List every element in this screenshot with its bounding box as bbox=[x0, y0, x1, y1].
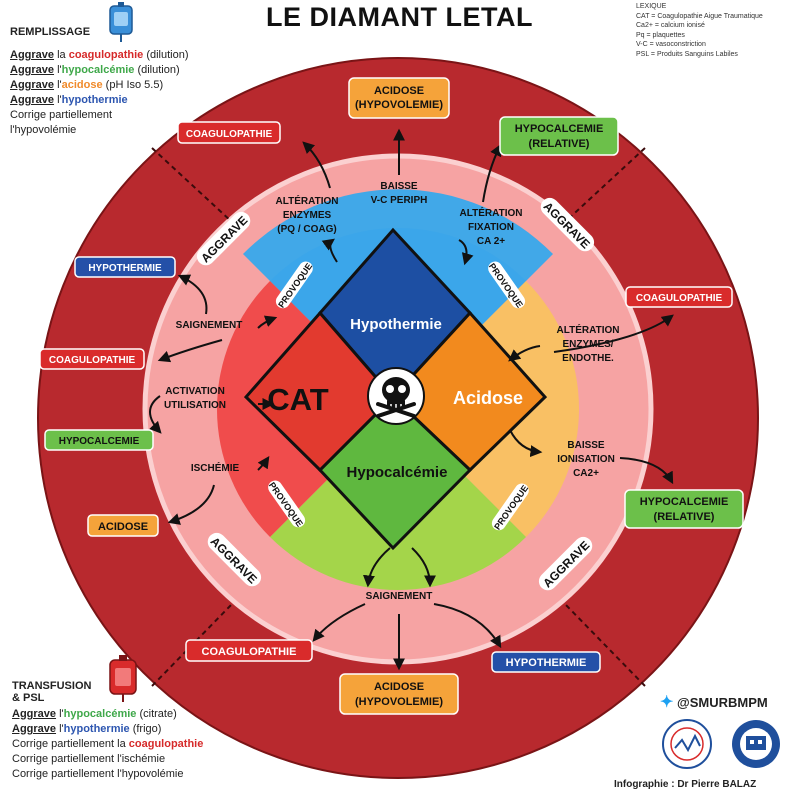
blood-bag-icon bbox=[109, 655, 137, 702]
badge-hypocal-topright-line1: HYPOCALCEMIE bbox=[515, 123, 604, 135]
mechanism-labels: ALTÉRATION ENZYMES (PQ / COAG) BAISSE V-… bbox=[164, 181, 620, 602]
baisse-ionisation-line2: IONISATION bbox=[557, 454, 615, 465]
baisse-ionisation-line3: CA2+ bbox=[573, 468, 599, 479]
arrows bbox=[149, 128, 674, 671]
badge-hypotherm-bottom: HYPOTHERMIE bbox=[506, 657, 587, 669]
alteration-fixation-line2: FIXATION bbox=[468, 222, 514, 233]
badge-hypotherm-left: HYPOTHERMIE bbox=[88, 263, 162, 274]
baisse-ionisation-line1: BAISSE bbox=[567, 440, 605, 451]
transfusion-plain-line: Corrige partiellement l'ischémie bbox=[12, 753, 166, 765]
remplissage-plain-line: Corrige partiellement bbox=[10, 109, 113, 121]
activation-line2: UTILISATION bbox=[164, 400, 226, 411]
skull-icon bbox=[367, 367, 425, 425]
remplissage-line: Aggrave l'hypothermie bbox=[10, 94, 128, 106]
alteration-fixation-line3: CA 2+ bbox=[477, 236, 505, 247]
diamond-right-label: Acidose bbox=[453, 388, 523, 408]
badge-coag-right: COAGULOPATHIE bbox=[636, 293, 723, 304]
badge-coag-left: COAGULOPATHIE bbox=[49, 355, 136, 366]
credit-text: Infographie : Dr Pierre BALAZ bbox=[614, 779, 757, 790]
alteration-fixation-line1: ALTÉRATION bbox=[460, 206, 523, 219]
badge-coag-bottom: COAGULOPATHIE bbox=[202, 646, 297, 658]
badge-acidose-top-line2: (HYPOVOLEMIE) bbox=[355, 99, 443, 111]
lexicon-line: V-C = vasoconstriction bbox=[636, 41, 706, 49]
baisse-vc-line1: BAISSE bbox=[380, 181, 418, 192]
iv-bag-icon bbox=[109, 2, 133, 42]
badge-hypocal-left: HYPOCALCEMIE bbox=[59, 436, 140, 447]
diamond-bottom-label: Hypocalcémie bbox=[347, 464, 448, 481]
activation-line1: ACTIVATION bbox=[165, 386, 225, 397]
lexicon-line: Pq = plaquettes bbox=[636, 31, 685, 39]
badge-coag-topleft: COAGULOPATHIE bbox=[186, 129, 273, 140]
badge-hypocal-topright-line2: (RELATIVE) bbox=[529, 138, 590, 150]
transfusion-line: Aggrave l'hypocalcémie (citrate) bbox=[12, 708, 177, 720]
badge-acidose-bottom-line2: (HYPOVOLEMIE) bbox=[355, 696, 443, 708]
diamond bbox=[243, 227, 548, 551]
lexicon: LEXIQUE CAT = Coagulopathie Aigue Trauma… bbox=[636, 2, 763, 60]
badge-acidose-left: ACIDOSE bbox=[98, 521, 148, 533]
badge-acidose-top-line1: ACIDOSE bbox=[374, 85, 424, 97]
alteration-enzymes-line2: ENZYMES bbox=[283, 210, 332, 221]
remplissage-plain-line: l'hypovolémie bbox=[10, 124, 77, 136]
outer-ring-border bbox=[37, 57, 759, 779]
transfusion-line: Corrige partiellement la coagulopathie bbox=[12, 738, 204, 750]
lexicon-heading: LEXIQUE bbox=[636, 3, 667, 10]
page-title: LE DIAMANT LETAL bbox=[266, 2, 533, 32]
baisse-vc-line2: V-C PERIPH bbox=[371, 195, 428, 206]
saignement-bottom-label: SAIGNEMENT bbox=[366, 591, 433, 602]
remplissage-line: Aggrave l'acidose (pH Iso 5.5) bbox=[10, 79, 164, 91]
badge-acidose-bottom-line1: ACIDOSE bbox=[374, 681, 424, 693]
remplissage-line: Aggrave l'hypocalcémie (dilution) bbox=[10, 64, 180, 76]
transfusion-heading-line2: & PSL bbox=[12, 692, 45, 704]
remplissage-panel: REMPLISSAGE Aggrave la coagulopathie (di… bbox=[10, 26, 189, 138]
remplissage-heading: REMPLISSAGE bbox=[10, 26, 91, 38]
transfusion-panel: TRANSFUSION & PSL Aggrave l'hypocalcémie… bbox=[12, 680, 203, 782]
alteration-endothe-line1: ALTÉRATION bbox=[557, 323, 620, 336]
transfusion-heading-line1: TRANSFUSION bbox=[12, 680, 92, 692]
diamond-left-label: CAT bbox=[267, 382, 328, 417]
badge-hypocal-right-line1: HYPOCALCEMIE bbox=[640, 496, 729, 508]
hospital-logo bbox=[732, 720, 780, 768]
alteration-enzymes-line1: ALTÉRATION bbox=[276, 194, 339, 207]
ischemie-label: ISCHÉMIE bbox=[191, 461, 240, 474]
alteration-endothe-line2: ENZYMES/ bbox=[562, 339, 613, 350]
badge-hypocal-right-line2: (RELATIVE) bbox=[654, 511, 715, 523]
badges: ACIDOSE (HYPOVOLEMIE) COAGULOPATHIE HYPO… bbox=[39, 77, 744, 715]
saignement-left-label: SAIGNEMENT bbox=[176, 320, 243, 331]
lexicon-line: PSL = Produits Sanguins Labiles bbox=[636, 50, 738, 58]
lexicon-line: CAT = Coagulopathie Aigue Traumatique bbox=[636, 12, 763, 20]
alteration-enzymes-line3: (PQ / COAG) bbox=[277, 224, 336, 235]
transfusion-plain-line: Corrige partiellement l'hypovolémie bbox=[12, 768, 184, 780]
lexicon-line: Ca2+ = calcium ionisé bbox=[636, 22, 705, 30]
twitter-handle: ✦ @SMURBMPM bbox=[660, 694, 768, 711]
transfusion-line: Aggrave l'hypothermie (frigo) bbox=[12, 723, 162, 735]
twitter-icon: ✦ bbox=[660, 694, 674, 711]
smur-logo bbox=[662, 719, 712, 769]
diamond-top-label: Hypothermie bbox=[350, 316, 442, 333]
alteration-endothe-line3: ENDOTHE. bbox=[562, 353, 614, 364]
remplissage-line: Aggrave la coagulopathie (dilution) bbox=[10, 49, 189, 61]
